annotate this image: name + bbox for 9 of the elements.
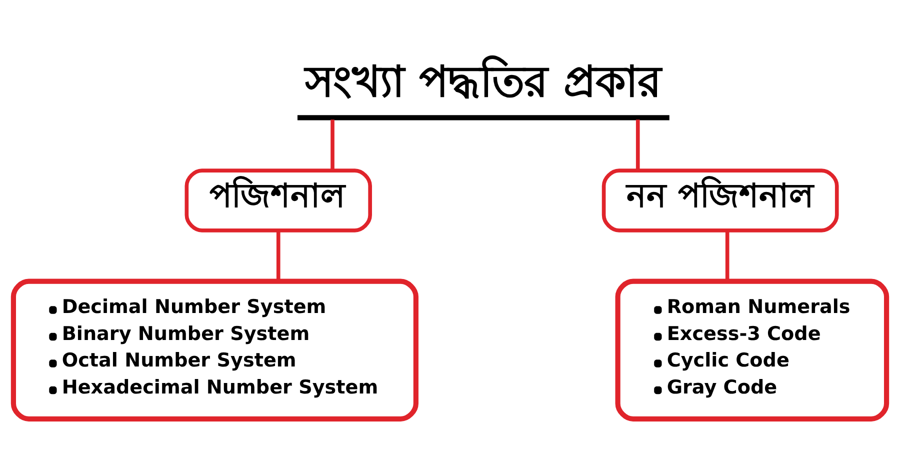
node-box: পজিশনাল — [184, 168, 372, 232]
connector — [725, 230, 730, 281]
node-box: Decimal Number System Binary Number System Octal Number System Hexadecimal Number System — [10, 278, 418, 422]
node-text: সংখ্যা পদ্ধতির প্রকার — [305, 57, 662, 108]
node-box: নন পজিশনাল — [602, 168, 839, 232]
node-box: Roman Numerals Excess-3 Code Cyclic Code Gray Code — [615, 278, 890, 422]
connector — [330, 120, 334, 170]
connector — [276, 230, 280, 281]
connector — [636, 120, 640, 170]
